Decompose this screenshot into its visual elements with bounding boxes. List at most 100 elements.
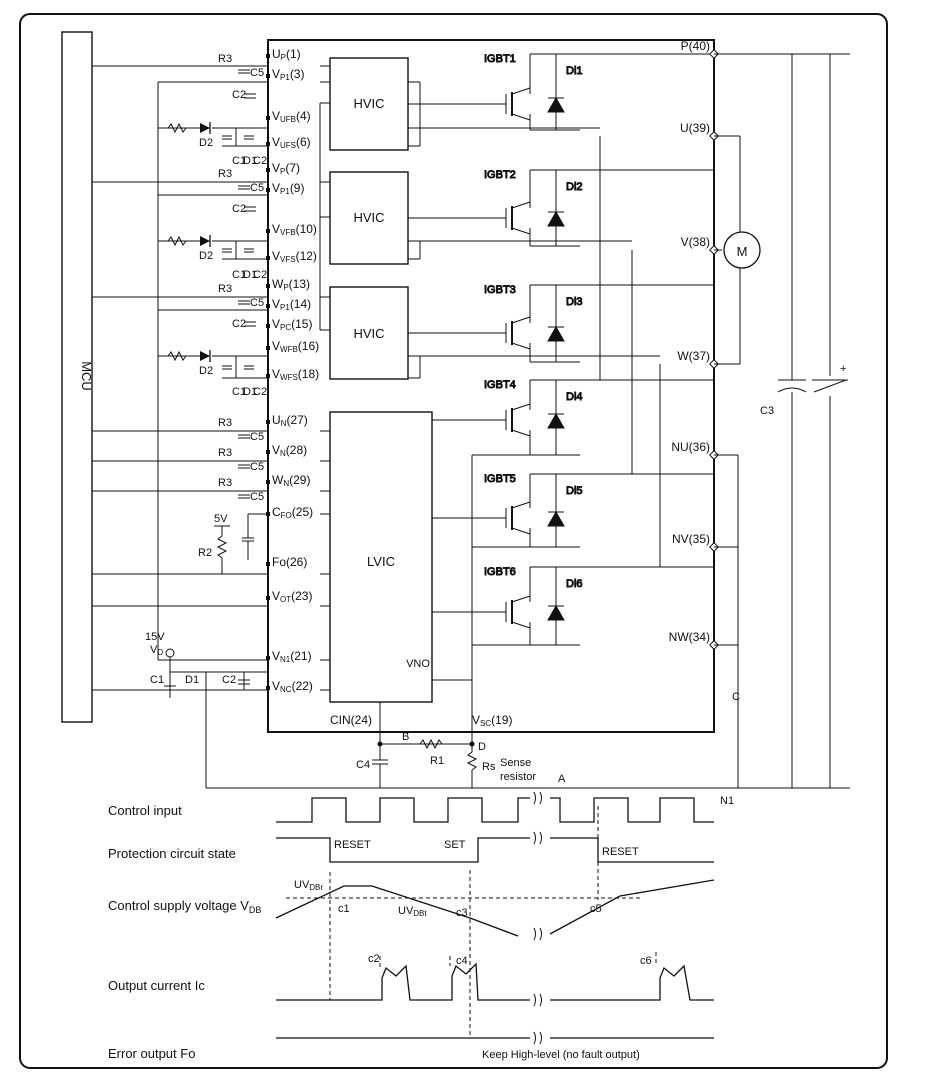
diode-label: Di1 (566, 65, 583, 77)
timing-breaks (533, 791, 542, 1045)
left-pin-label: Fo(26) (272, 555, 307, 569)
svg-text:C5: C5 (250, 491, 264, 503)
right-pin-label: W(37) (677, 349, 710, 363)
outer-border (19, 13, 888, 1069)
svg-text:C1: C1 (150, 674, 164, 686)
pin-marker (266, 256, 270, 260)
pin-marker (266, 304, 270, 308)
pin-marker (266, 420, 270, 424)
lvic-vno-label: VNO (406, 658, 430, 670)
pin-marker (266, 229, 270, 233)
pin-marker (266, 54, 270, 58)
left-pin-label: VN(28) (272, 443, 307, 458)
diode-label: Di5 (566, 485, 583, 497)
pin-marker (266, 596, 270, 600)
pin-marker (266, 188, 270, 192)
left-pin-label: VP1(9) (272, 181, 304, 196)
svg-text:R2: R2 (198, 547, 212, 559)
component-labels: R3 C5 C2 D2 C1 D1 C2 R3 C5 C2 D2 C1 D1 C… (145, 53, 267, 686)
error-output-label: Error output Fo (108, 1046, 195, 1061)
left-pin-label: VPC(15) (272, 317, 312, 332)
left-pin-label: VUFB(4) (272, 109, 311, 124)
right-pin-label: V(38) (681, 235, 710, 249)
svg-text:LVIC: LVIC (367, 554, 395, 569)
power-stage: IGBT1Di1IGBT2Di2IGBT3Di3IGBT4Di4IGBT5Di5… (420, 53, 714, 646)
pin-marker (266, 324, 270, 328)
svg-text:R3: R3 (218, 417, 232, 429)
svg-text:C5: C5 (250, 67, 264, 79)
svg-text:C2: C2 (253, 269, 267, 281)
timing-annotations: RESET SET RESET UVDBr UVDBt c1 c3 c5 c2 … (294, 839, 652, 1061)
svg-text:D1: D1 (243, 155, 257, 167)
svg-text:R3: R3 (218, 447, 232, 459)
svg-text:resistor: resistor (500, 771, 536, 783)
left-pin-label: UP(1) (272, 47, 301, 62)
fo-pullup-network (214, 513, 268, 574)
right-pin-label: NV(35) (672, 532, 710, 546)
right-pin-label: P(40) (681, 39, 710, 53)
protection-state-label: Protection circuit state (108, 846, 236, 861)
igbt-label: IGBT4 (484, 379, 516, 391)
svg-text:C5: C5 (250, 431, 264, 443)
left-pin-label: VOT(23) (272, 589, 312, 604)
left-pin-label: VP(7) (272, 161, 300, 176)
svg-text:Sense: Sense (500, 757, 531, 769)
svg-text:c3: c3 (456, 907, 468, 919)
svg-text:UVDBt: UVDBt (398, 905, 427, 918)
svg-text:C2: C2 (253, 155, 267, 167)
left-pin-label: VVFB(10) (272, 222, 317, 237)
left-pin-label: VVFS(12) (272, 249, 317, 264)
svg-text:RESET: RESET (334, 839, 371, 851)
pin-marker (266, 656, 270, 660)
svg-text:UVDBr: UVDBr (294, 879, 323, 892)
svg-text:D1: D1 (243, 386, 257, 398)
supply-voltage-label: Control supply voltage VDB (108, 898, 261, 915)
pin-marker (266, 512, 270, 516)
keep-high-note: Keep High-level (no fault output) (482, 1049, 640, 1061)
right-pin-label: NW(34) (669, 630, 710, 644)
bootstrap-branches (167, 122, 268, 379)
left-pin-label: VUFS(6) (272, 135, 311, 150)
right-pin-labels: P(40)U(39)V(38)W(37)NU(36)NV(35)NW(34) (669, 39, 719, 650)
svg-text:C2: C2 (222, 674, 236, 686)
svg-text:C1: C1 (232, 386, 246, 398)
svg-text:C2: C2 (253, 386, 267, 398)
igbt-label: IGBT5 (484, 473, 516, 485)
svg-text:15V: 15V (145, 631, 165, 643)
igbt-label: IGBT1 (484, 53, 516, 65)
phase-cross-links (420, 127, 661, 646)
svg-text:D: D (478, 741, 486, 753)
left-pin-label: VN1(21) (272, 649, 312, 664)
svg-text:C2: C2 (232, 203, 246, 215)
timing-guides (286, 806, 657, 1036)
right-pin-label: U(39) (680, 121, 710, 135)
left-pin-label: WP(13) (272, 277, 310, 292)
svg-text:HVIC: HVIC (353, 326, 384, 341)
internal-wiring (319, 65, 500, 740)
pin-marker (266, 74, 270, 78)
svg-text:VD: VD (150, 644, 163, 657)
control-input-label: Control input (108, 803, 182, 818)
pin-marker (266, 450, 270, 454)
diode-label: Di2 (566, 181, 583, 193)
svg-text:R3: R3 (218, 477, 232, 489)
svg-text:C5: C5 (250, 182, 264, 194)
left-pin-label: VWFS(18) (272, 367, 319, 382)
hvic-block-3: HVIC (329, 286, 409, 380)
svg-text:C2: C2 (232, 89, 246, 101)
pin-marker (266, 374, 270, 378)
svg-text:+: + (840, 363, 846, 375)
pin-marker (266, 686, 270, 690)
svg-text:C4: C4 (356, 759, 370, 771)
svg-text:C2: C2 (232, 318, 246, 330)
ipm-module-outline (267, 39, 715, 733)
vd-supply-network (164, 648, 718, 789)
igbt-label: IGBT3 (484, 284, 516, 296)
supply-rail (157, 81, 268, 661)
svg-text:5V: 5V (214, 513, 228, 525)
diode-label: Di4 (566, 391, 583, 403)
